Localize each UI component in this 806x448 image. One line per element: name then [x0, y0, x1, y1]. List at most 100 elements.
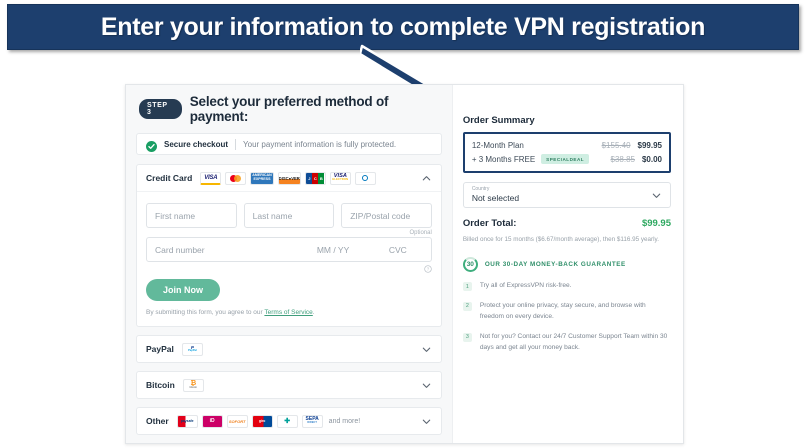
check-circle-icon [146, 139, 157, 152]
credit-card-form: First name Last name ZIP/Postal code Opt… [137, 191, 441, 326]
payment-method-bitcoin[interactable]: Bitcoin ₿bitcoin [136, 371, 442, 399]
chevron-down-icon[interactable] [421, 416, 432, 427]
order-total-row: Order Total: $99.95 [463, 218, 671, 229]
divider [235, 138, 237, 150]
chevron-up-icon[interactable] [421, 173, 432, 184]
checkout-card: STEP 3 Select your preferred method of p… [125, 84, 684, 444]
order-line-item: + 3 Months FREE SPECIALDEAL $38.85 $0.00 [472, 152, 662, 166]
step-title: Select your preferred method of payment: [189, 94, 389, 124]
list-item-number: 2 [462, 301, 472, 311]
order-total-label: Order Total: [462, 218, 517, 229]
alipay-icon: ✚ [276, 414, 298, 428]
guarantee-title: OUR 30-DAY MONEY-BACK GUARANTEE [484, 261, 626, 268]
terms-prefix: By submitting this form, you agree to ou… [146, 309, 265, 316]
list-item-text: Try all of ExpressVPN risk-free. [479, 282, 572, 289]
order-line-item: 12-Month Plan $155.40 $99.95 [472, 139, 662, 152]
bonus-prices: $38.85 $0.00 [611, 155, 663, 164]
bonus-original-price: $38.85 [610, 154, 635, 164]
mastercard-icon [225, 171, 247, 185]
secure-checkout-message: Your payment information is fully protec… [243, 139, 397, 149]
headline-text: Enter your information to complete VPN r… [100, 12, 706, 41]
terms-of-service-link[interactable]: Terms of Service [264, 309, 313, 316]
chevron-down-icon[interactable] [651, 190, 662, 201]
terms-text: By submitting this form, you agree to ou… [146, 309, 432, 316]
chevron-down-icon[interactable] [421, 344, 432, 355]
last-name-field[interactable]: Last name [243, 203, 335, 228]
chevron-down-icon[interactable] [421, 380, 432, 391]
payment-column: STEP 3 Select your preferred method of p… [126, 85, 452, 443]
zip-code-field[interactable]: ZIP/Postal code [341, 203, 432, 228]
bonus-name: + 3 Months FREE [471, 154, 536, 164]
order-total-value: $99.95 [641, 218, 671, 229]
visa-icon: VISA [200, 171, 222, 185]
secure-checkout-label: Secure checkout [164, 139, 229, 149]
list-item-text: Protect your online privacy, stay secure… [479, 301, 646, 320]
plan-current-price: $99.95 [637, 141, 662, 150]
country-value: Not selected [471, 192, 520, 203]
diners-club-icon [354, 171, 376, 185]
terms-suffix: . [312, 309, 315, 316]
headline-banner: Enter your information to complete VPN r… [7, 4, 799, 50]
other-label: Other [146, 416, 169, 426]
sofort-icon: SOFORT [226, 414, 248, 428]
zip-optional-note: Optional [409, 230, 432, 236]
country-select-texts: Country Not selected [472, 187, 651, 203]
bitcoin-icon: ₿bitcoin [182, 378, 204, 392]
bonus-current-price: $0.00 [641, 154, 662, 164]
step-badge: STEP 3 [139, 99, 182, 119]
card-expiry-field[interactable]: MM / YY [316, 244, 350, 255]
list-item-number: 3 [462, 332, 472, 342]
step-header: STEP 3 Select your preferred method of p… [136, 94, 442, 124]
plan-prices: $155.40 $99.95 [602, 141, 662, 150]
paysafecard-icon: paysafe [176, 414, 198, 428]
guarantee-header: 30 OUR 30-DAY MONEY-BACK GUARANTEE [462, 257, 671, 272]
list-item-number: 1 [462, 282, 472, 291]
discover-icon: DISC●VER [277, 171, 301, 185]
ideal-icon: iD [201, 414, 223, 428]
card-details-row[interactable]: Card number MM / YY CVC [146, 237, 432, 262]
guarantee-list: 1 Try all of ExpressVPN risk-free. 2 Pro… [462, 281, 671, 354]
credit-card-label: Credit Card [146, 173, 193, 183]
order-summary-title: Order Summary [462, 115, 535, 126]
list-item: 2 Protect your online privacy, stay secu… [462, 301, 671, 323]
card-number-field[interactable]: Card number [155, 244, 205, 255]
cvc-help-icon[interactable]: ? [146, 265, 432, 273]
name-zip-row: First name Last name ZIP/Postal code [146, 203, 432, 228]
secure-checkout-bar: Secure checkout Your payment information… [136, 133, 442, 155]
country-select[interactable]: Country Not selected [462, 182, 671, 208]
other-more-text: and more! [328, 417, 361, 425]
plan-original-price: $155.40 [601, 141, 631, 150]
list-item: 3 Not for you? Contact our 24/7 Customer… [462, 332, 671, 354]
giropay-icon: giro [251, 414, 273, 428]
first-name-field[interactable]: First name [146, 203, 237, 228]
card-cvc-field[interactable]: CVC [388, 244, 407, 255]
join-now-button[interactable]: Join Now [146, 279, 220, 301]
guarantee-badge-icon: 30 [462, 257, 478, 272]
bitcoin-logos: ₿bitcoin [182, 378, 413, 392]
special-deal-badge: SPECIALDEAL [541, 154, 590, 164]
bitcoin-header[interactable]: Bitcoin ₿bitcoin [137, 372, 441, 398]
paypal-label: PayPal [146, 344, 174, 354]
billing-note: Billed once for 15 months ($6.67/month a… [462, 236, 659, 243]
svg-text:?: ? [427, 267, 430, 272]
country-label: Country [471, 186, 490, 193]
bitcoin-label: Bitcoin [146, 380, 175, 390]
order-summary-column: Order Summary 12-Month Plan $155.40 $99.… [451, 85, 683, 443]
plan-name: 12-Month Plan [471, 141, 524, 150]
list-item: 1 Try all of ExpressVPN risk-free. [462, 281, 671, 292]
